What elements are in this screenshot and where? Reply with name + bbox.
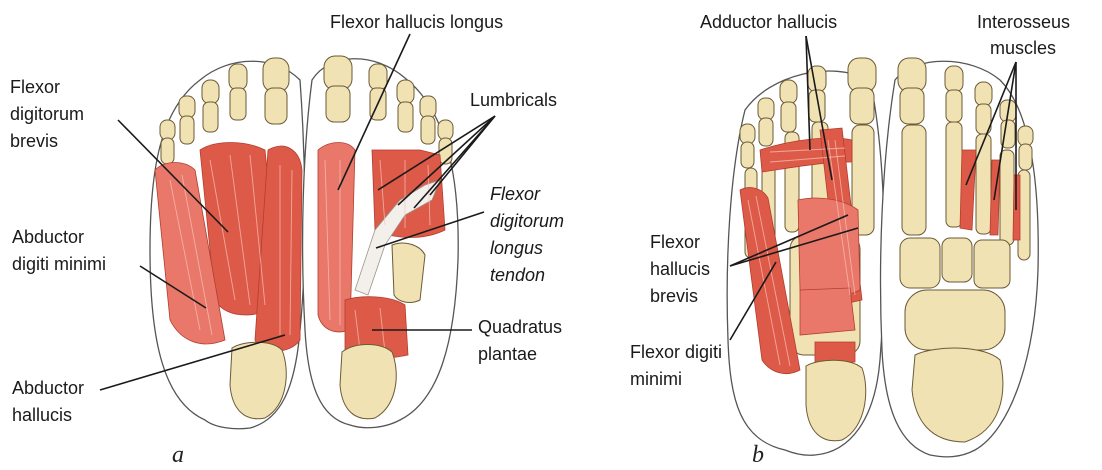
- label-abductor-hallucis-1: Abductor: [12, 378, 84, 398]
- panel-a-right-foot: [303, 56, 459, 428]
- label-flexor-hallucis-brevis-1: Flexor: [650, 232, 700, 252]
- label-fdl-tendon-3: longus: [490, 238, 543, 258]
- label-lumbricals: Lumbricals: [470, 90, 557, 110]
- label-flexor-digitorum-brevis-1: Flexor: [10, 77, 60, 97]
- heel-muscle-b: [815, 342, 855, 362]
- label-flexor-digiti-minimi-2: minimi: [630, 369, 682, 389]
- label-abductor-digiti-minimi-1: Abductor: [12, 227, 84, 247]
- label-flexor-hallucis-longus: Flexor hallucis longus: [330, 12, 503, 32]
- panel-label-b: b: [752, 442, 764, 468]
- label-abductor-digiti-minimi-2: digiti minimi: [12, 254, 106, 274]
- lateral-muscle-b: [800, 288, 855, 335]
- label-flexor-hallucis-brevis-2: hallucis: [650, 259, 710, 279]
- label-fdl-tendon-1: Flexor: [490, 184, 541, 204]
- label-adductor-hallucis: Adductor hallucis: [700, 12, 837, 32]
- label-fdl-tendon-4: tendon: [490, 265, 545, 285]
- tarsal-bones-b: [900, 238, 1010, 442]
- label-quadratus-plantae-1: Quadratus: [478, 317, 562, 337]
- panel-b-right-foot: [881, 58, 1039, 457]
- metatarsal-bones-a: [392, 243, 425, 302]
- label-flexor-hallucis-brevis-3: brevis: [650, 286, 698, 306]
- label-quadratus-plantae-2: plantae: [478, 344, 537, 364]
- label-fdl-tendon-2: digitorum: [490, 211, 564, 231]
- label-interosseus-2: muscles: [990, 38, 1056, 58]
- panel-label-a: a: [172, 442, 184, 468]
- label-abductor-hallucis-2: hallucis: [12, 405, 72, 425]
- label-flexor-digitorum-brevis-2: digitorum: [10, 104, 84, 124]
- flexor-hallucis-brevis-b: [798, 198, 860, 297]
- label-flexor-digitorum-brevis-3: brevis: [10, 131, 58, 151]
- label-interosseus-1: Interosseus: [977, 12, 1070, 32]
- label-flexor-digiti-minimi-1: Flexor digiti: [630, 342, 722, 362]
- panel-a-left-foot: [150, 58, 305, 429]
